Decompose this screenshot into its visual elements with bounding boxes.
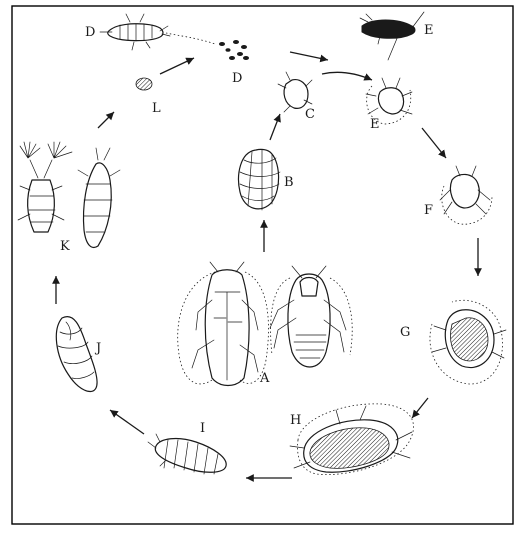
stage-i-larva: [148, 434, 226, 474]
label-a: A: [259, 371, 270, 386]
label-i: I: [200, 421, 205, 436]
stage-h-nymph: [290, 404, 414, 475]
stage-j-pupa: [56, 317, 97, 392]
stage-g-nymph: [430, 300, 506, 384]
label-k: K: [60, 239, 70, 254]
label-l: L: [152, 101, 161, 116]
stage-a-adult-insects: [178, 262, 353, 386]
stage-labels: A B C D D E E F G H I J K L: [60, 23, 434, 436]
label-h: H: [290, 413, 301, 428]
label-e-mid: E: [370, 117, 380, 132]
stage-d-adult-top: [100, 14, 215, 50]
label-b: B: [284, 175, 294, 190]
figure-frame: [12, 6, 513, 524]
label-f: F: [424, 203, 433, 218]
stage-l-egg: [136, 78, 152, 90]
label-d-top: D: [85, 25, 95, 40]
label-e-top: E: [424, 23, 434, 38]
stage-d-egg-cluster: [220, 41, 249, 60]
stage-k-adults: [18, 142, 120, 247]
label-c: C: [305, 107, 315, 122]
stage-c-larva: [278, 72, 312, 112]
label-j: J: [94, 341, 101, 356]
label-d-eggs: D: [232, 71, 242, 86]
stage-b-egg: [239, 149, 280, 210]
cycle-arrows: [56, 52, 478, 478]
stage-f-nymph: [440, 166, 492, 224]
label-g: G: [400, 325, 410, 340]
stage-e-parasite: [360, 12, 424, 60]
